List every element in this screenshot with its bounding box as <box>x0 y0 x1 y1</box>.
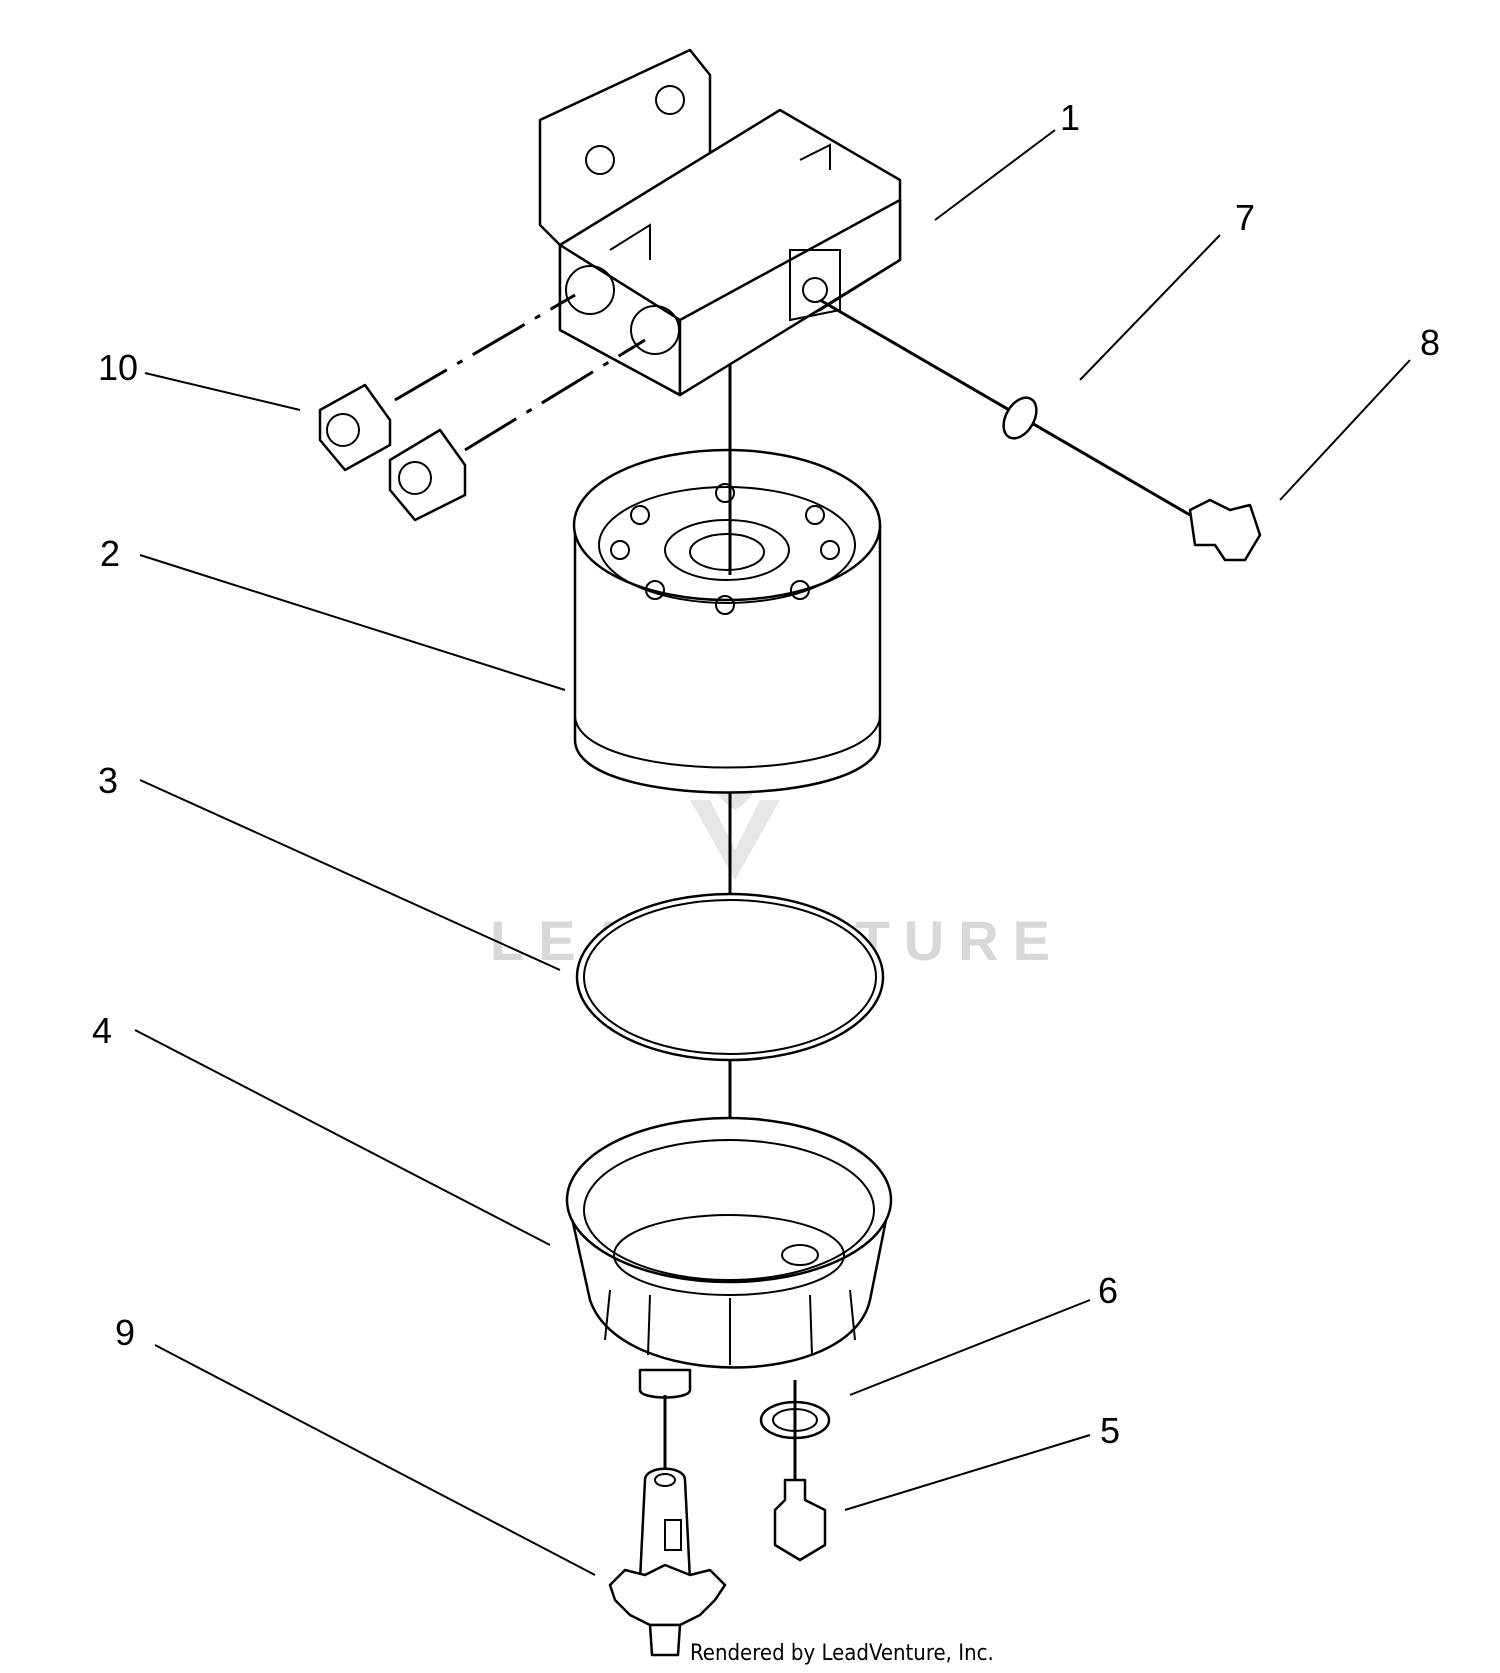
callout-5: 5 <box>1100 1410 1120 1451</box>
plug-8 <box>1188 498 1262 562</box>
o-ring-3 <box>575 892 885 1062</box>
callout-2: 2 <box>100 533 120 574</box>
callout-4: 4 <box>92 1010 112 1051</box>
callout-10: 10 <box>98 347 138 388</box>
footer-credit: Rendered by LeadVenture, Inc. <box>690 1641 994 1666</box>
callout-1: 1 <box>1060 97 1080 138</box>
leader-2 <box>139 554 566 691</box>
filter-element <box>572 448 882 794</box>
filter-head <box>538 48 902 397</box>
leader-4 <box>134 1029 551 1246</box>
drain-plug-5 <box>773 1478 827 1562</box>
leader-6 <box>849 1299 1091 1396</box>
leader-1 <box>934 129 1056 221</box>
leader-5 <box>844 1434 1091 1511</box>
leader-8 <box>1279 359 1411 501</box>
drain-valve-9 <box>608 1467 727 1657</box>
plug-path <box>819 298 1191 517</box>
leader-9 <box>154 1344 596 1576</box>
fitting-path-b <box>464 338 646 452</box>
callout-9: 9 <box>115 1312 135 1353</box>
leader-7 <box>1079 234 1221 381</box>
washer-7 <box>1002 396 1038 440</box>
fitting-path-a <box>394 293 576 402</box>
bowl-4 <box>565 1116 893 1399</box>
callout-3: 3 <box>98 760 118 801</box>
callout-7: 7 <box>1235 197 1255 238</box>
fitting-10-a <box>318 383 392 472</box>
leader-10 <box>144 372 301 411</box>
callout-6: 6 <box>1098 1270 1118 1311</box>
leader-3 <box>139 779 561 971</box>
fitting-10-b <box>388 428 467 522</box>
callout-8: 8 <box>1420 322 1440 363</box>
